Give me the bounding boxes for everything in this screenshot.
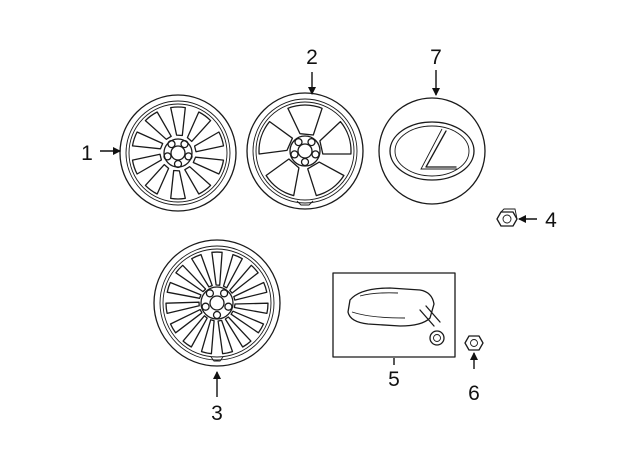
spoke-window	[144, 163, 170, 195]
spoke-window	[193, 131, 225, 153]
spoke-window	[224, 316, 252, 348]
lug-hole	[224, 302, 233, 311]
callout-6: 6	[468, 382, 480, 405]
spoke-window	[191, 253, 213, 288]
lug-hole	[307, 137, 316, 147]
spoke-window	[184, 166, 212, 195]
lug-hole	[163, 152, 172, 161]
spoke-window	[233, 281, 268, 301]
wheel-part-1[interactable]	[119, 94, 237, 212]
lug-hole	[201, 302, 210, 311]
spoke-window	[265, 158, 300, 197]
spoke-window	[233, 302, 269, 315]
lug-hole	[300, 157, 310, 167]
lug-hole	[205, 289, 215, 298]
tpms-sensor-part-5[interactable]	[332, 272, 456, 358]
spoke-window	[230, 310, 265, 334]
spoke-window	[166, 281, 202, 299]
lug-hole	[212, 310, 222, 320]
spoke-window	[170, 106, 186, 137]
spoke-window	[307, 161, 345, 197]
spoke-window	[200, 319, 215, 355]
spoke-window	[182, 315, 208, 348]
valve-nut-part-6[interactable]	[464, 335, 484, 351]
lug-hole	[173, 159, 183, 169]
spoke-window	[131, 153, 163, 175]
lug-nut-part-4[interactable]	[496, 208, 518, 227]
spoke-window	[175, 264, 207, 293]
spoke-window	[211, 251, 223, 286]
callout-2: 2	[306, 46, 318, 69]
callout-1: 1	[81, 142, 93, 165]
spoke-window	[192, 156, 225, 175]
lug-hole	[180, 139, 189, 149]
lug-hole	[311, 150, 320, 159]
spoke-window	[287, 104, 323, 136]
callout-4: 4	[545, 209, 557, 232]
wheel-part-3[interactable]	[153, 239, 281, 367]
spoke-window	[165, 301, 200, 315]
spoke-window	[258, 120, 294, 155]
spoke-window	[222, 253, 243, 289]
lug-hole	[184, 152, 193, 161]
spoke-window	[229, 264, 259, 294]
spoke-window	[319, 120, 352, 155]
brand-emblem	[420, 128, 458, 170]
wheel-part-2[interactable]	[246, 92, 364, 210]
callout-3: 3	[211, 402, 223, 425]
lug-hole	[294, 137, 303, 147]
lug-hole	[167, 139, 176, 149]
lug-hole	[290, 150, 299, 159]
center-cap-part-7[interactable]	[378, 97, 486, 205]
callout-5: 5	[388, 368, 400, 391]
lug-hole	[219, 289, 229, 298]
spoke-window	[217, 319, 234, 355]
callout-7: 7	[430, 46, 442, 69]
spoke-window	[186, 111, 212, 143]
callout-leaders	[100, 70, 537, 397]
spoke-window	[169, 308, 203, 334]
spoke-window	[131, 131, 164, 150]
spoke-window	[144, 111, 172, 140]
spoke-window	[170, 169, 186, 200]
